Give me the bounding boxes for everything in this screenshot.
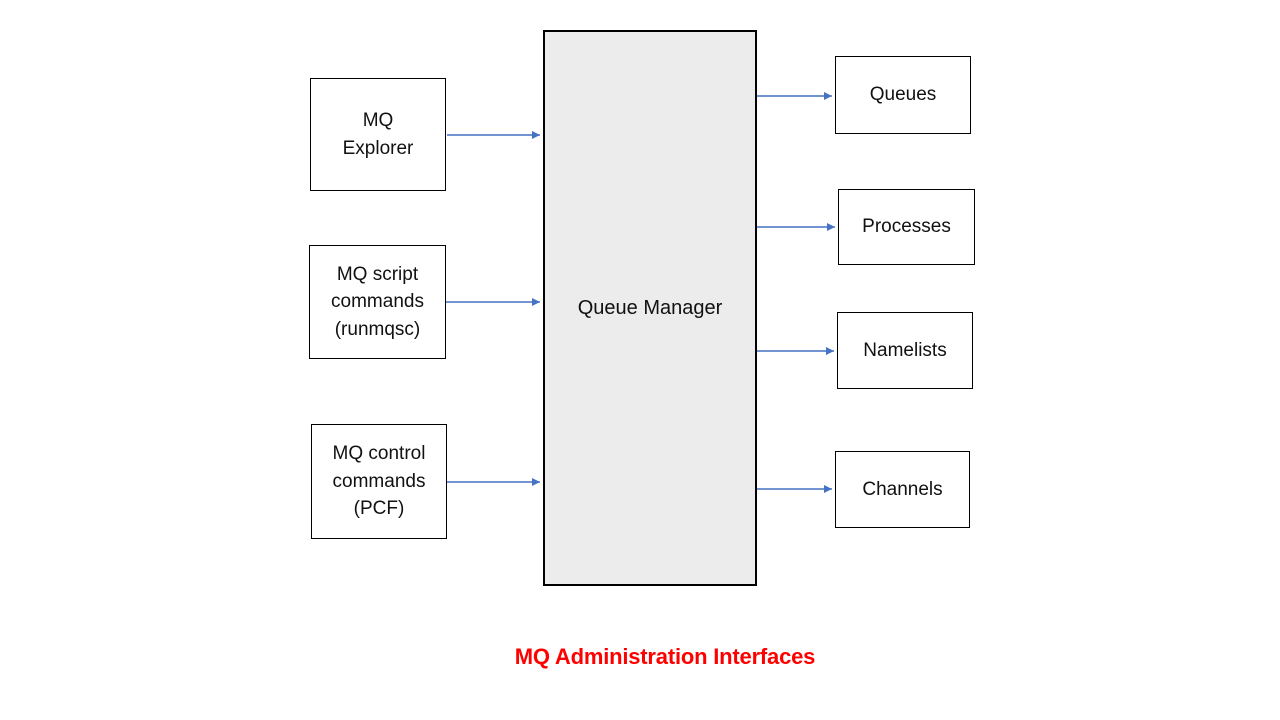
node-namelists: Namelists bbox=[837, 312, 973, 389]
node-processes-label: Processes bbox=[862, 216, 951, 238]
diagram-title: MQ Administration Interfaces bbox=[514, 644, 816, 669]
node-mq-explorer: MQ Explorer bbox=[310, 78, 446, 191]
node-channels: Channels bbox=[835, 451, 970, 528]
node-channels-label: Channels bbox=[862, 478, 943, 500]
node-processes: Processes bbox=[838, 189, 975, 265]
node-mq-script-commands-label: MQ script commands (runmqsc) bbox=[331, 263, 424, 340]
node-mq-control-commands: MQ control commands (PCF) bbox=[311, 424, 447, 539]
node-queues-label: Queues bbox=[869, 84, 937, 106]
node-mq-control-commands-label: MQ control commands (PCF) bbox=[332, 443, 426, 520]
node-mq-script-commands: MQ script commands (runmqsc) bbox=[309, 245, 446, 359]
node-namelists-label: Namelists bbox=[863, 339, 947, 361]
node-queue-manager: Queue Manager bbox=[543, 30, 757, 586]
node-queues: Queues bbox=[835, 56, 971, 134]
node-queue-manager-label: Queue Manager bbox=[577, 296, 723, 319]
node-mq-explorer-label: MQ Explorer bbox=[342, 109, 414, 159]
